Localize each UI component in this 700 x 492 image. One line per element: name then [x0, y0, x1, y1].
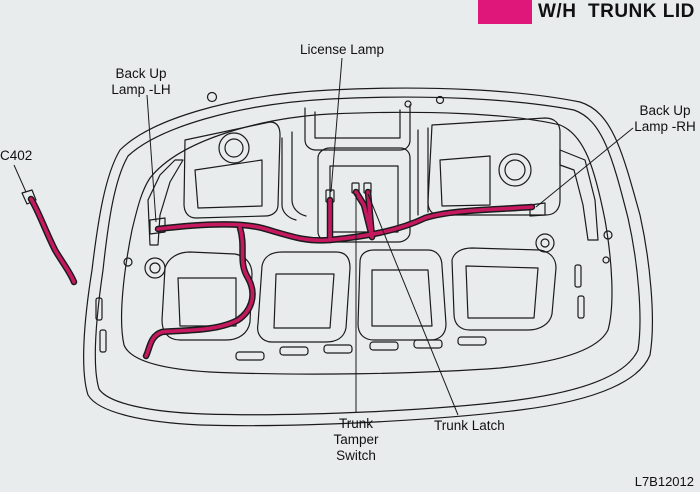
- label-c402: C402: [0, 148, 33, 163]
- lower-center-right-cavity: [357, 249, 447, 341]
- lower-left-cavity-inner: [177, 277, 237, 327]
- label-tamper-line2: Tamper: [333, 432, 379, 447]
- slot-3: [323, 344, 353, 354]
- rib-left-2: [291, 131, 307, 217]
- lower-right-cavity-inner: [465, 265, 539, 319]
- lower-center-right-cavity-inner: [371, 269, 433, 327]
- figure-code: L7B12012: [634, 474, 694, 489]
- right-round-boss: [498, 153, 532, 187]
- trunk-lid-outline: [83, 87, 653, 427]
- harness-color-swatch: [478, 0, 532, 24]
- clip-left-1: [123, 257, 133, 267]
- label-license-lamp: License Lamp: [300, 42, 385, 57]
- left-round-boss-inner: [224, 138, 244, 158]
- label-trunk-latch: Trunk Latch: [434, 418, 505, 433]
- left-upper-panel-inner: [194, 159, 263, 209]
- clip-right-1: [603, 230, 613, 240]
- right-channel: [559, 149, 599, 241]
- side-slot-right-1: [574, 264, 582, 288]
- side-slot-right-2: [577, 295, 585, 319]
- leader-license-lamp: [330, 57, 343, 193]
- label-tamper-line1: Trunk: [338, 416, 373, 431]
- lower-center-left-cavity: [257, 251, 351, 343]
- right-upper-panel: [427, 117, 561, 216]
- lower-right-cavity: [451, 247, 557, 331]
- slot-4: [369, 341, 399, 351]
- label-backup-rh-line2: Lamp -RH: [634, 119, 696, 134]
- harness-c402-lead: [29, 197, 76, 284]
- lower-right-boss-inner: [540, 238, 550, 248]
- right-upper-panel-inner: [439, 155, 491, 207]
- leader-backup-rh: [535, 127, 634, 208]
- lower-center-left-cavity-inner: [273, 273, 335, 329]
- label-trunk-tamper-switch: Trunk Tamper Switch: [326, 416, 386, 464]
- hole-top-1: [206, 91, 218, 103]
- top-ridge: [304, 104, 411, 151]
- wire-harness: [27, 188, 536, 360]
- c402-connector: [21, 189, 37, 205]
- top-ridge-inner: [314, 109, 401, 139]
- slot-6: [457, 336, 487, 346]
- hole-top-2: [435, 95, 445, 105]
- trunk-lid-outline-inner: [94, 96, 641, 416]
- label-backup-rh-line1: Back Up: [639, 103, 691, 118]
- diagram-title: W/H TRUNK LID: [538, 1, 695, 22]
- lower-left-cavity: [161, 251, 253, 341]
- clip-right-2: [602, 256, 610, 264]
- side-slot-left-1: [95, 297, 103, 321]
- leader-backup-lh: [146, 94, 157, 223]
- label-backup-lamp-lh: Back Up Lamp -LH: [108, 66, 174, 98]
- slot-1: [235, 351, 265, 361]
- label-backup-lh-line2: Lamp -LH: [111, 82, 171, 97]
- left-upper-panel: [183, 121, 281, 219]
- hole-top-3: [404, 100, 412, 108]
- right-round-boss-inner: [504, 159, 526, 181]
- inner-frame: [120, 111, 613, 375]
- left-round-boss: [218, 132, 250, 164]
- label-tamper-line3: Switch: [336, 448, 376, 463]
- harness-down-branch: [144, 226, 255, 358]
- side-slot-left-2: [99, 329, 107, 353]
- leader-c402: [13, 164, 27, 193]
- slot-2: [279, 346, 309, 356]
- leader-trunk-latch: [367, 193, 459, 416]
- label-backup-lamp-rh: Back Up Lamp -RH: [632, 103, 698, 135]
- left-channel: [147, 159, 184, 246]
- rib-left-1: [281, 137, 297, 221]
- harness-latch-branch: [366, 190, 374, 239]
- lower-left-boss: [144, 257, 166, 279]
- slot-5: [413, 339, 443, 349]
- corner-bracket-lh: [149, 217, 166, 235]
- lower-right-boss: [535, 233, 555, 253]
- lower-left-boss-inner: [149, 262, 161, 274]
- label-backup-lh-line1: Back Up: [115, 66, 167, 81]
